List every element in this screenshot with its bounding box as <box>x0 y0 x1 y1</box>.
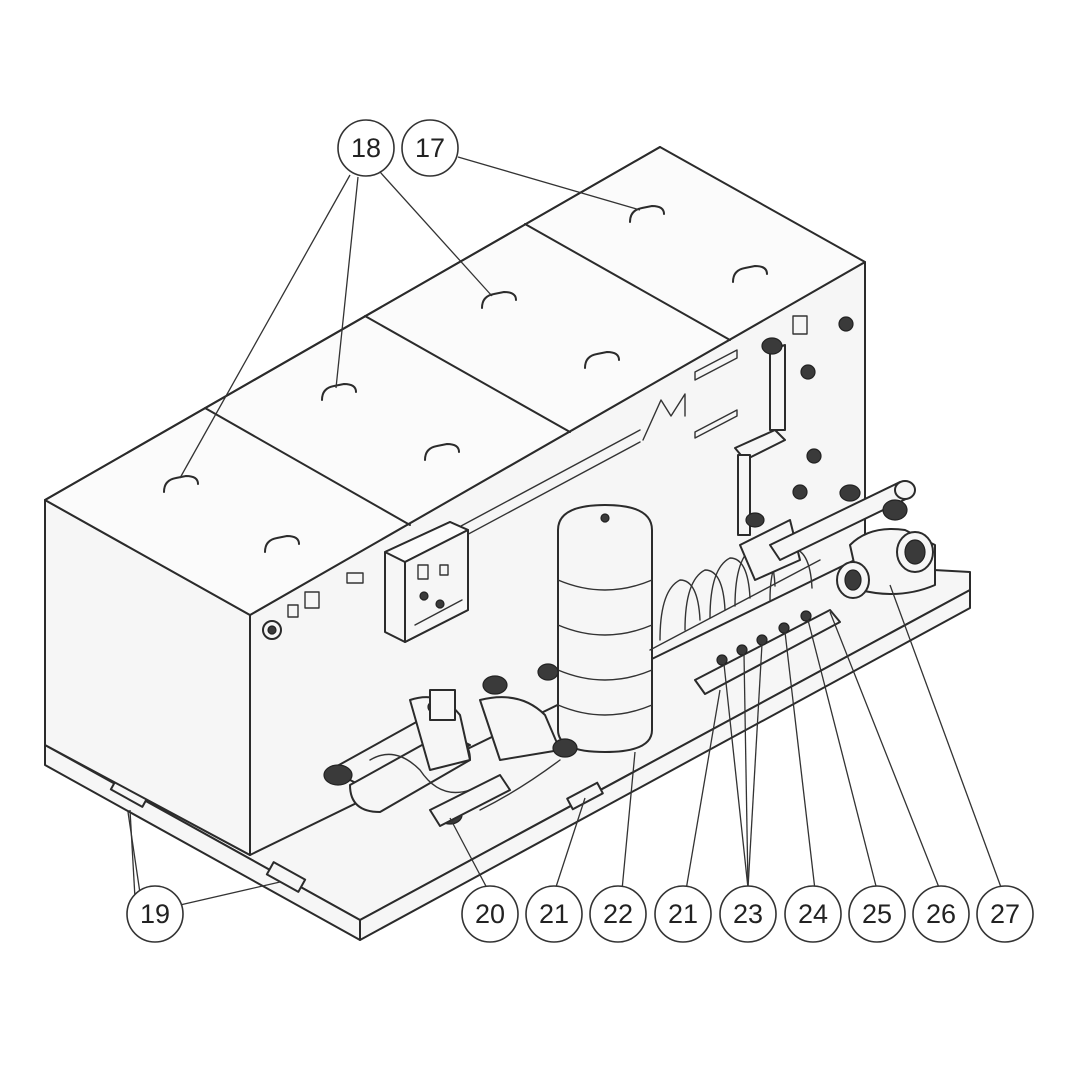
lid-seam-1 <box>204 407 411 526</box>
left-pump-assembly <box>323 663 578 827</box>
pump-motor-right <box>479 696 561 761</box>
callout-22-label: 22 <box>603 899 633 929</box>
connecting-pipe <box>429 774 511 827</box>
lid-handle-3a <box>481 291 517 309</box>
right-pump-assembly <box>836 499 936 599</box>
pressure-tank-body <box>557 504 653 753</box>
lid-handle-3b <box>584 351 620 369</box>
riser-pipe <box>734 337 801 581</box>
callout-21a-label: 21 <box>539 899 569 929</box>
callout-17: 17 <box>401 119 459 177</box>
skid-fork-slot-right <box>265 861 307 893</box>
right-piping <box>769 480 916 561</box>
callout-20-label: 20 <box>475 899 505 929</box>
callout-17-label: 17 <box>415 133 445 163</box>
inlet-fitting-left <box>323 764 353 786</box>
callout-19-label: 19 <box>140 899 170 929</box>
riser-elbow <box>761 337 783 355</box>
callout-24: 24 <box>784 885 842 943</box>
callout-27: 27 <box>976 885 1034 943</box>
label-plate-3 <box>792 315 808 335</box>
lid-handle-1b <box>264 535 300 553</box>
valve-1 <box>716 654 728 666</box>
callouts: 18 17 19 20 21 22 21 23 <box>126 119 1034 943</box>
valve-2 <box>736 644 748 656</box>
callout-27-label: 27 <box>990 899 1020 929</box>
vent-slot-2 <box>694 409 738 439</box>
skid-fork-slot-side <box>566 781 604 811</box>
lid-handle-4b <box>732 265 768 283</box>
callout-19: 19 <box>126 885 184 943</box>
lid-handle-2a <box>321 383 357 401</box>
label-plate-1 <box>304 591 320 609</box>
control-switch-1 <box>419 591 429 601</box>
callout-23: 23 <box>719 885 777 943</box>
callout-20: 20 <box>461 885 519 943</box>
lid-handle-4a <box>629 205 665 223</box>
valve-3 <box>756 634 768 646</box>
lid-seam-3 <box>524 223 731 341</box>
label-plate-2 <box>346 572 364 584</box>
control-switch-2 <box>435 599 445 609</box>
vent-slot-1 <box>694 349 738 381</box>
callout-23-label: 23 <box>733 899 763 929</box>
warning-label <box>642 393 686 441</box>
pressure-tank <box>557 504 653 753</box>
side-fitting-1 <box>838 316 854 332</box>
control-box-face <box>404 529 469 643</box>
callout-21b: 21 <box>654 885 712 943</box>
callout-26: 26 <box>912 885 970 943</box>
callout-18-label: 18 <box>351 133 381 163</box>
callout-25-label: 25 <box>862 899 892 929</box>
riser-valve-body <box>739 519 801 581</box>
skid-side-edge <box>359 589 971 941</box>
valve-5 <box>800 610 812 622</box>
side-fitting-2 <box>800 364 816 380</box>
valve-4 <box>778 622 790 634</box>
callout-22: 22 <box>589 885 647 943</box>
callout-25: 25 <box>848 885 906 943</box>
leader-lines <box>127 156 1003 906</box>
callout-18: 18 <box>337 119 395 177</box>
side-fitting-4 <box>792 484 808 500</box>
pressure-tank-cap <box>600 513 610 523</box>
side-fitting-3 <box>806 448 822 464</box>
control-box <box>384 521 469 643</box>
lid-handles <box>163 205 768 553</box>
callout-26-label: 26 <box>926 899 956 929</box>
lid-handle-2b <box>424 443 460 461</box>
callout-24-label: 24 <box>798 899 828 929</box>
callout-21a: 21 <box>525 885 583 943</box>
lid-seam-2 <box>364 315 571 433</box>
callout-21b-label: 21 <box>668 899 698 929</box>
